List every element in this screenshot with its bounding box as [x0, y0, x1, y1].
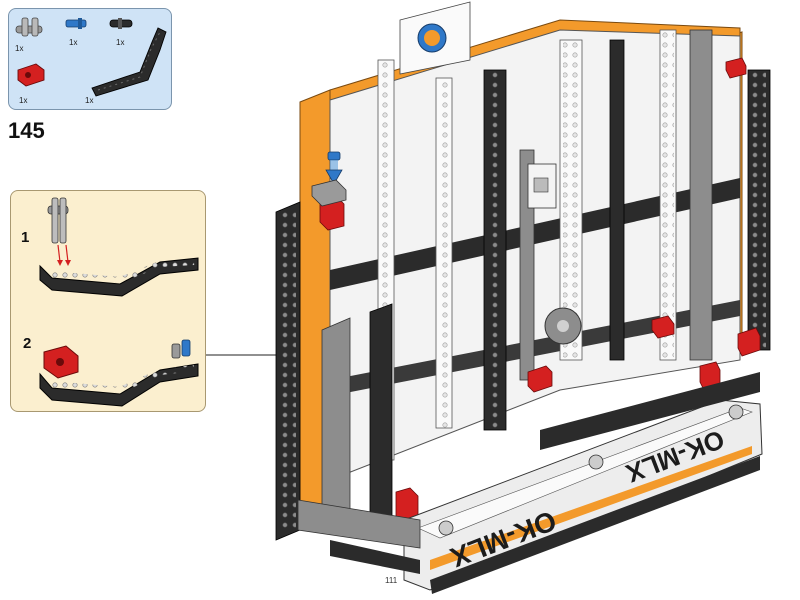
part-qty: 1x: [116, 38, 125, 47]
blue-axle-pin-icon: [65, 18, 87, 29]
black-pin-icon: [109, 18, 133, 29]
part-qty: 1x: [15, 44, 24, 53]
part-qty: 1x: [85, 96, 94, 105]
black-bent-beam-icon: [91, 27, 167, 97]
substep-1-drawing: [39, 197, 199, 297]
front-bumper: [403, 399, 763, 594]
page-number: 111: [385, 576, 398, 585]
service-sign: [399, 1, 471, 75]
substep-number: 2: [23, 335, 32, 352]
part-qty: 1x: [69, 38, 78, 47]
gray-pin-connector-icon: [15, 17, 43, 37]
main-model-assembly: [275, 1, 771, 594]
insert-arrow: [325, 151, 343, 185]
parts-icons: [15, 17, 167, 97]
red-connector-icon: [17, 63, 45, 87]
substep-number: 1: [21, 229, 30, 246]
substep-2-drawing: [39, 339, 199, 407]
part-qty: 1x: [19, 96, 28, 105]
step-number: 145: [8, 118, 45, 143]
